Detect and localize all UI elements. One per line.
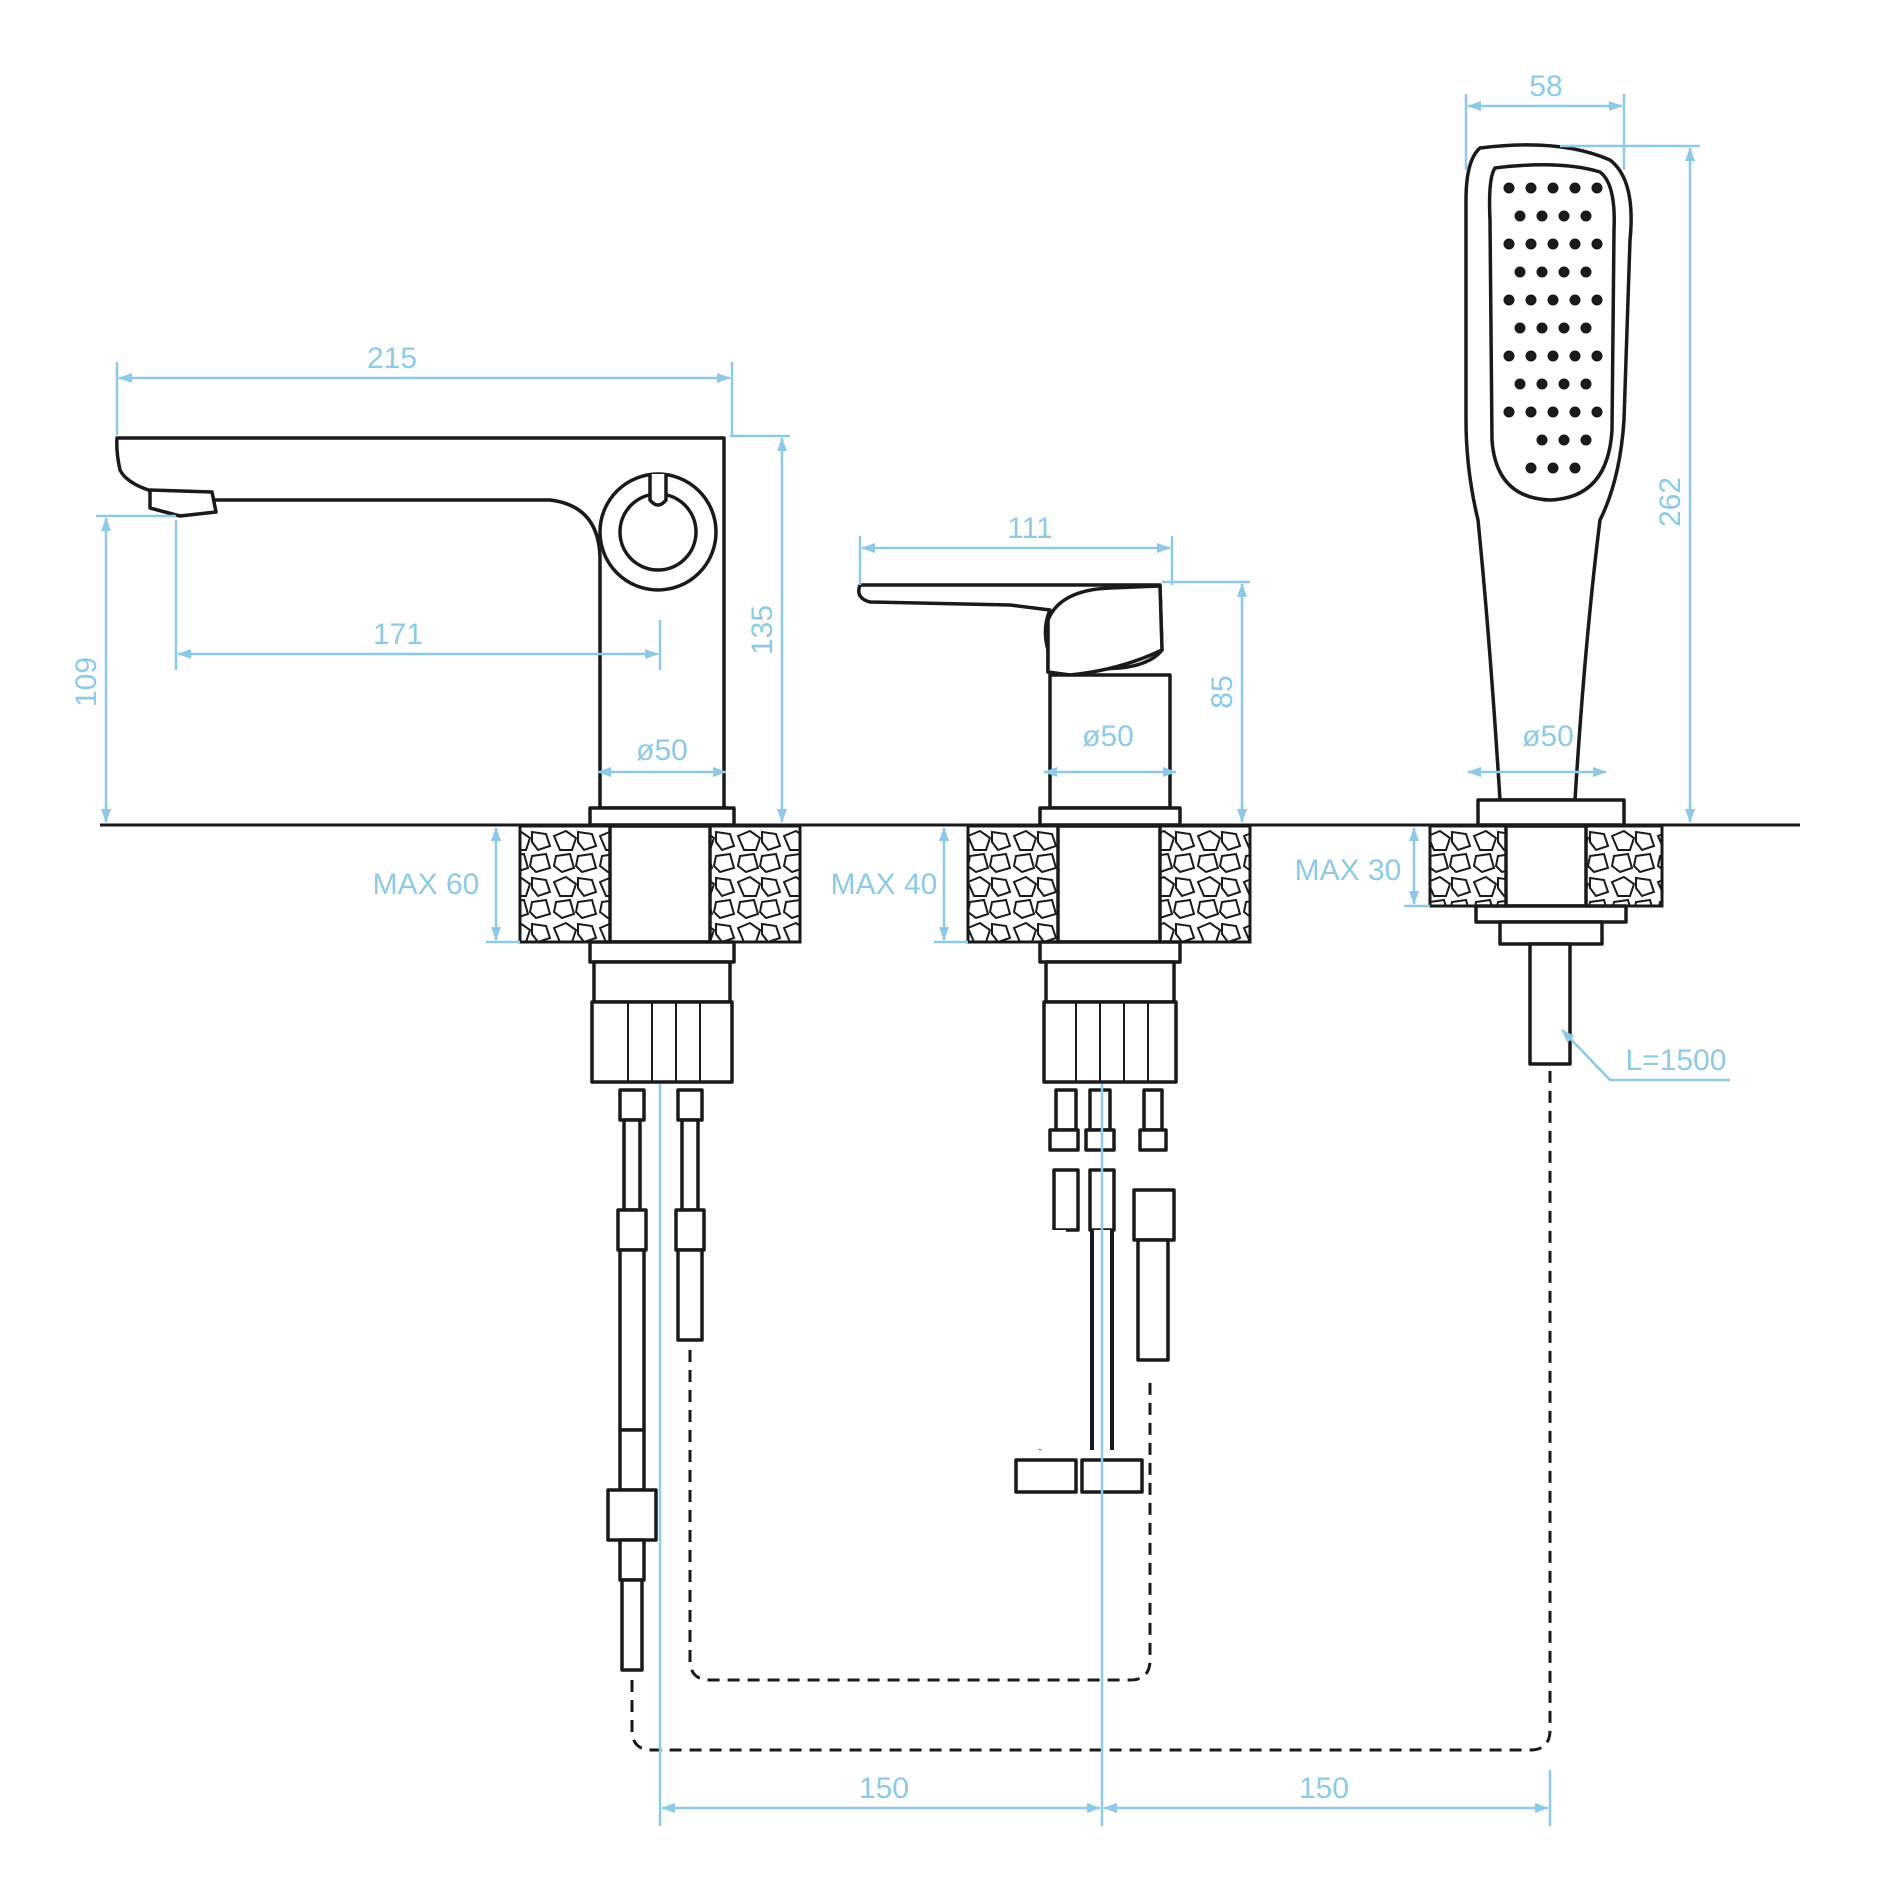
nozzle-dot [1525, 462, 1537, 474]
label-mixer-base-dia: ø50 [1082, 720, 1134, 753]
nozzle-dot [1525, 182, 1537, 194]
nozzle-dot [1514, 210, 1526, 222]
label-handshower-width: 58 [1529, 70, 1562, 103]
nozzle-dot [1569, 294, 1581, 306]
spout-nut [590, 1000, 734, 1084]
nozzle-dot [1514, 378, 1526, 390]
hose-route-outer [630, 1070, 1552, 1752]
nozzle-dot [1580, 266, 1592, 278]
mixer-underdeck [966, 824, 1252, 1494]
nozzle-dot [1525, 238, 1537, 250]
nozzle-dot [1580, 378, 1592, 390]
mixer [857, 583, 1182, 827]
label-deck-max-spout: MAX 60 [373, 868, 480, 901]
label-hose-length: L=1500 [1626, 1044, 1727, 1077]
nozzle-dot [1558, 378, 1570, 390]
handshower-underdeck [1428, 824, 1664, 1066]
nozzle-dot [1514, 322, 1526, 334]
label-mixer-height: 85 [1206, 675, 1239, 708]
dimension-labels: 215 171 109 135 ø50 111 85 ø50 58 262 ø5… [70, 70, 1726, 1805]
label-spout-outlet-height: 109 [70, 657, 103, 707]
label-spacing-left: 150 [859, 1772, 909, 1805]
label-spout-length: 215 [367, 342, 417, 375]
nozzle-dot [1569, 406, 1581, 418]
nozzle-dot [1569, 238, 1581, 250]
nozzle-dot [1547, 462, 1559, 474]
label-spout-height: 135 [746, 605, 779, 655]
nozzle-dot [1569, 350, 1581, 362]
mixer-lever-shape [1046, 584, 1164, 677]
handshower [1464, 143, 1633, 827]
nozzle-dot [1536, 266, 1548, 278]
label-deck-max-mixer: MAX 40 [831, 868, 938, 901]
spout-shank [608, 824, 712, 944]
handshower-base [1476, 798, 1626, 827]
dimension-lines [96, 94, 1730, 1826]
nozzle-dot [1547, 238, 1559, 250]
nozzle-dot [1591, 406, 1603, 418]
label-spacing-right: 150 [1299, 1772, 1349, 1805]
mixer-nut [1042, 1000, 1178, 1084]
nozzle-dot [1558, 266, 1570, 278]
nozzle-dot [1536, 322, 1548, 334]
nozzle-dot [1536, 434, 1548, 446]
spout-base-flange [588, 806, 736, 827]
label-deck-max-handshower: MAX 30 [1295, 854, 1402, 887]
mixer-base-flange [1038, 806, 1182, 827]
mixer-shank [1056, 824, 1162, 944]
handshower-shank [1504, 824, 1588, 908]
spout-underdeck [518, 824, 802, 1672]
nozzle-dot [1580, 434, 1592, 446]
label-mixer-length: 111 [1007, 512, 1053, 545]
handshower-hose [1528, 942, 1572, 1066]
spout-handle-slot [648, 474, 668, 507]
nozzle-dot [1525, 406, 1537, 418]
nozzle-dot [1580, 210, 1592, 222]
nozzle-dot [1591, 182, 1603, 194]
nozzle-dot [1536, 210, 1548, 222]
handshower-face [1487, 163, 1616, 502]
nozzle-dot [1503, 182, 1515, 194]
nozzle-dot [1536, 378, 1548, 390]
nozzle-dot [1525, 350, 1537, 362]
nozzle-dot [1547, 350, 1559, 362]
label-handshower-height: 262 [1654, 477, 1687, 527]
spout-aerator [148, 488, 218, 518]
handshower-nozzles [1503, 182, 1603, 474]
nozzle-dot [1569, 182, 1581, 194]
nozzle-dot [1580, 322, 1592, 334]
nozzle-dot [1503, 350, 1515, 362]
label-spout-base-dia: ø50 [636, 734, 688, 767]
nozzle-dot [1547, 406, 1559, 418]
nozzle-dot [1591, 294, 1603, 306]
nozzle-dot [1558, 210, 1570, 222]
nozzle-dot [1525, 294, 1537, 306]
nozzle-dot [1503, 238, 1515, 250]
nozzle-dot [1547, 294, 1559, 306]
nozzle-dot [1591, 238, 1603, 250]
nozzle-dot [1547, 182, 1559, 194]
nozzle-dot [1503, 294, 1515, 306]
handshower-body [1464, 143, 1633, 802]
nozzle-dot [1591, 350, 1603, 362]
hose-route-inner [688, 1350, 1152, 1682]
nozzle-dot [1503, 406, 1515, 418]
nozzle-dot [1558, 322, 1570, 334]
nozzle-dot [1558, 434, 1570, 446]
nozzle-dot [1514, 266, 1526, 278]
label-spout-reach: 171 [373, 618, 423, 651]
nozzle-dot [1569, 462, 1581, 474]
label-handshower-base-dia: ø50 [1522, 720, 1574, 753]
